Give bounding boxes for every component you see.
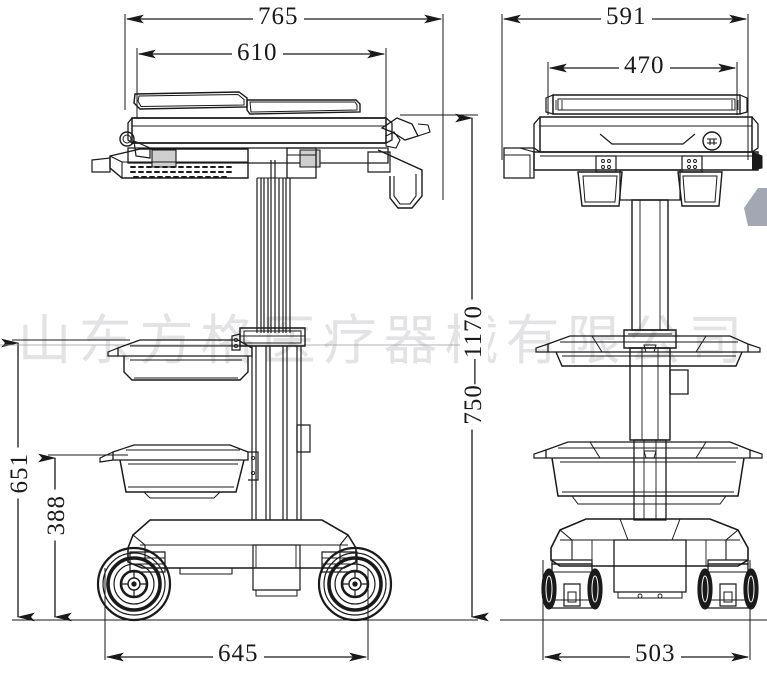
side-accessory-box [286,147,317,179]
side-lower-basket [99,444,259,499]
side-caster-left [96,546,172,622]
side-top-rail [133,91,361,115]
front-lower-boxes [577,171,723,207]
side-keyboard-tray [91,148,249,179]
dimension-591 [501,14,749,160]
front-upper-shelf [535,335,761,367]
front-caster-right [697,559,759,610]
side-worktop [127,117,393,144]
front-top-rail [545,94,748,115]
dimension-label-388: 388 [43,490,71,541]
side-mid-bracket [231,327,306,351]
front-caster-left [541,559,603,610]
side-view-cart [91,91,431,622]
front-worktop [533,116,759,153]
side-handle-hook [367,117,431,209]
side-under-rail [127,147,389,168]
side-caster-right [317,546,393,622]
side-lower-column [251,346,311,520]
side-column [256,160,291,333]
dimension-label-750-1170: 750—1170 [460,300,488,430]
side-upper-shelf [107,339,253,381]
front-under-frame [533,151,763,173]
front-side-box-left [503,147,535,179]
front-column [619,169,689,521]
edge-artifact [744,188,767,226]
dimension-label-591: 591 [601,3,652,31]
dimension-label-765: 765 [253,3,304,31]
dimension-label-503: 503 [630,640,681,668]
dimension-label-645: 645 [213,640,264,668]
front-view-cart [503,94,763,610]
dimension-label-651: 651 [6,448,34,499]
dimension-label-470: 470 [619,52,670,80]
dimension-label-610: 610 [232,39,283,67]
side-left-knob [119,131,151,159]
front-lower-basket [533,441,763,505]
